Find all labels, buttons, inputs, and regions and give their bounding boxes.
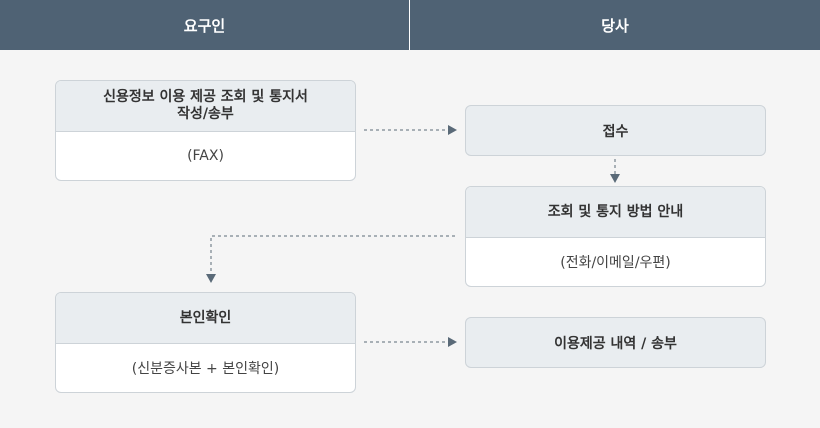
step-request-title-line1: 신용정보 이용 제공 조회 및 통지서 xyxy=(103,89,308,105)
step-notice-title: 조회 및 통지 방법 안내 xyxy=(466,187,765,237)
arrowhead-right-2 xyxy=(448,337,457,347)
arrow-notice-to-verify xyxy=(210,235,455,273)
step-request-detail: (FAX) xyxy=(56,131,355,180)
column-header-requester: 요구인 xyxy=(0,0,410,50)
step-verify-title: 본인확인 xyxy=(56,293,355,343)
step-verify-detail: (신분증사본 + 본인확인) xyxy=(56,343,355,392)
arrowhead-down-2 xyxy=(206,274,216,283)
step-request-box: 신용정보 이용 제공 조회 및 통지서 작성/송부 (FAX) xyxy=(55,80,356,181)
header-bar: 요구인 당사 xyxy=(0,0,820,50)
step-notice-detail: (전화/이메일/우편) xyxy=(466,237,765,286)
step-notice-box: 조회 및 통지 방법 안내 (전화/이메일/우편) xyxy=(465,186,766,287)
step-send-box: 이용제공 내역 / 송부 xyxy=(465,317,766,368)
step-request-title: 신용정보 이용 제공 조회 및 통지서 작성/송부 xyxy=(56,81,355,131)
step-receipt-title: 접수 xyxy=(602,123,629,140)
step-send-title: 이용제공 내역 / 송부 xyxy=(554,335,677,352)
step-verify-box: 본인확인 (신분증사본 + 본인확인) xyxy=(55,292,356,393)
arrowhead-right-1 xyxy=(448,125,457,135)
step-receipt-box: 접수 xyxy=(465,105,766,156)
column-header-company: 당사 xyxy=(601,16,629,35)
step-request-title-line2: 작성/송부 xyxy=(177,106,234,122)
arrowhead-down-1 xyxy=(610,174,620,183)
